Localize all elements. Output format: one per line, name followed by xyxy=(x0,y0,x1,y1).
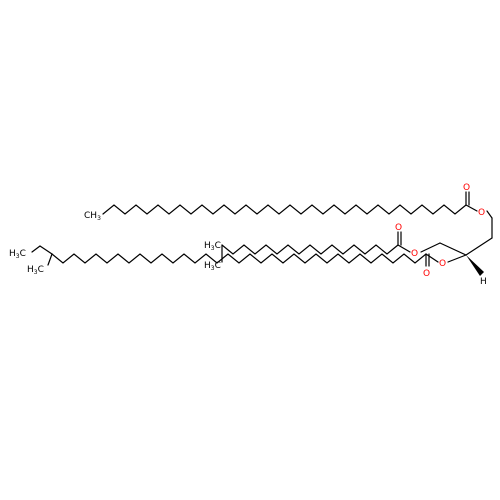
label-bottom-ester-o: O xyxy=(439,259,446,269)
top-ester-bond xyxy=(465,204,478,212)
middle-ester-bond xyxy=(397,244,411,253)
middle-ch2-ch-bond xyxy=(439,242,467,256)
stereo-wedge xyxy=(466,255,484,276)
top-chain-bonds xyxy=(102,204,467,215)
middle-o-ch2-bond xyxy=(420,242,441,253)
bottom-methyl-branch xyxy=(47,253,53,266)
bottom-ethyl-bond xyxy=(31,245,41,253)
middle-acyl-chain xyxy=(221,231,493,263)
label-top-carbonyl-o: O xyxy=(463,183,470,193)
label-bottom-branch-ch3: H3C xyxy=(27,265,44,276)
label-top-terminal-ch3: CH3 xyxy=(84,211,101,222)
label-middle-ester-o: O xyxy=(411,249,418,259)
label-middle-ch3-top: H3C xyxy=(204,241,221,252)
bottom-ethyl-bond-2 xyxy=(39,245,53,255)
top-o-ch2-bond xyxy=(486,210,493,219)
label-bottom-carbonyl-o: O xyxy=(423,269,430,279)
label-top-ester-o: O xyxy=(478,208,485,218)
middle-chain-bonds xyxy=(221,244,399,255)
label-stereo-h: H xyxy=(480,277,487,287)
top-acyl-chain xyxy=(102,191,493,239)
label-bottom-ethyl-ch3: H3C xyxy=(9,249,26,260)
bottom-o-ch-bond xyxy=(447,254,467,263)
label-middle-carbonyl-o: O xyxy=(395,223,402,233)
glycerol-ch-bond xyxy=(465,237,493,256)
bottom-ester-bond xyxy=(425,253,439,263)
label-middle-ch3-bottom: H3C xyxy=(204,261,221,272)
bottom-acyl-chain xyxy=(31,245,467,267)
bottom-chain-bonds xyxy=(51,253,427,264)
